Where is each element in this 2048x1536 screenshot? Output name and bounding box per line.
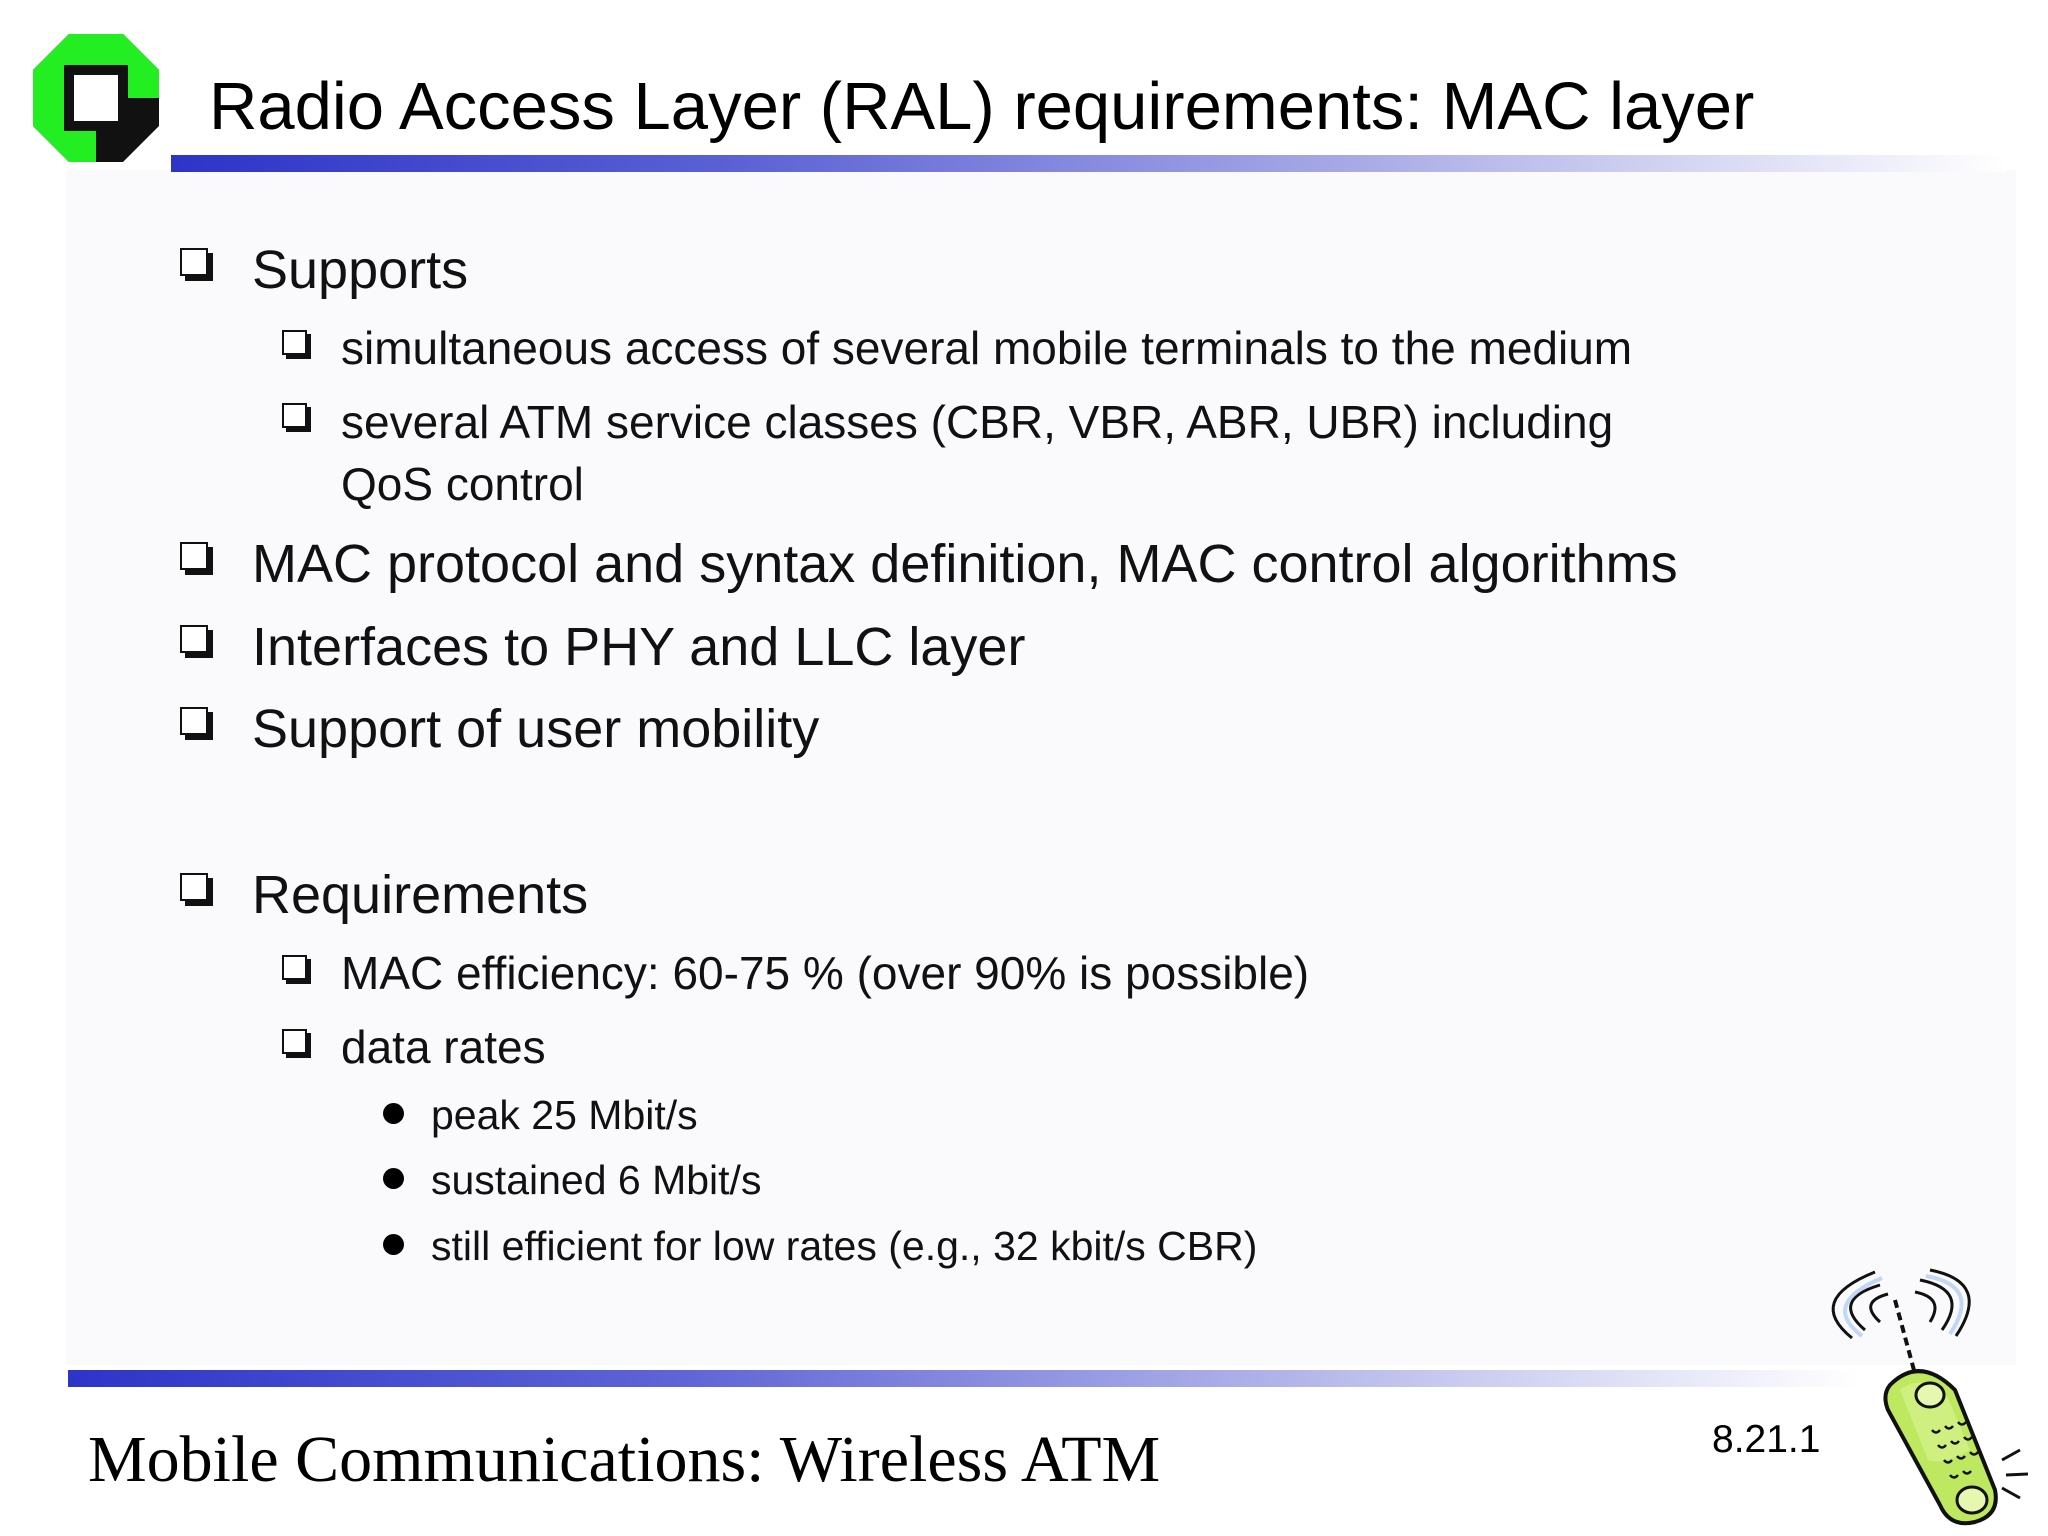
bullet-checkbox-icon	[180, 707, 208, 735]
slide-title: Radio Access Layer (RAL) requirements: M…	[209, 69, 1755, 144]
page-number: 8.21.1	[1712, 1418, 1821, 1461]
bullet-checkbox-icon	[180, 542, 208, 570]
bullet-checkbox-icon	[180, 248, 208, 276]
sub-bullet-checkbox-icon	[282, 403, 307, 428]
title-rule	[171, 155, 2006, 172]
point-low-rates: still efficient for low rates (e.g., 32 …	[431, 1223, 1258, 1269]
mobile-phone-icon	[1831, 1268, 2029, 1526]
sub-bullet-atm-classes: several ATM service classes (CBR, VBR, A…	[341, 396, 1614, 448]
sub-bullet-atm-classes-cont: QoS control	[341, 458, 584, 510]
sub-bullet-mac-efficiency: MAC efficiency: 60-75 % (over 90% is pos…	[341, 947, 1310, 999]
bullet-checkbox-icon	[180, 625, 208, 653]
bullet-checkbox-icon	[180, 873, 208, 901]
sub-bullet-data-rates: data rates	[341, 1021, 546, 1073]
sub-bullet-simultaneous-access: simultaneous access of several mobile te…	[341, 322, 1633, 374]
bullet-requirements: Requirements	[252, 865, 589, 925]
sub-bullet-checkbox-icon	[282, 1029, 307, 1054]
footer-title: Mobile Communications: Wireless ATM	[88, 1423, 1161, 1496]
dot-bullet-icon	[383, 1103, 404, 1124]
sub-bullet-checkbox-icon	[282, 955, 307, 980]
dot-bullet-icon	[383, 1234, 404, 1255]
bullet-supports: Supports	[252, 240, 469, 300]
dot-bullet-icon	[383, 1168, 404, 1189]
bullet-interfaces: Interfaces to PHY and LLC layer	[252, 617, 1026, 677]
sub-bullet-checkbox-icon	[282, 330, 307, 355]
university-logo-icon	[33, 34, 159, 162]
point-peak-rate: peak 25 Mbit/s	[431, 1092, 698, 1138]
bullet-mac-protocol: MAC protocol and syntax definition, MAC …	[252, 534, 1678, 594]
content-area	[66, 170, 2016, 1365]
point-sustained-rate: sustained 6 Mbit/s	[431, 1157, 762, 1203]
footer-rule	[68, 1370, 1858, 1387]
bullet-user-mobility: Support of user mobility	[252, 699, 820, 759]
